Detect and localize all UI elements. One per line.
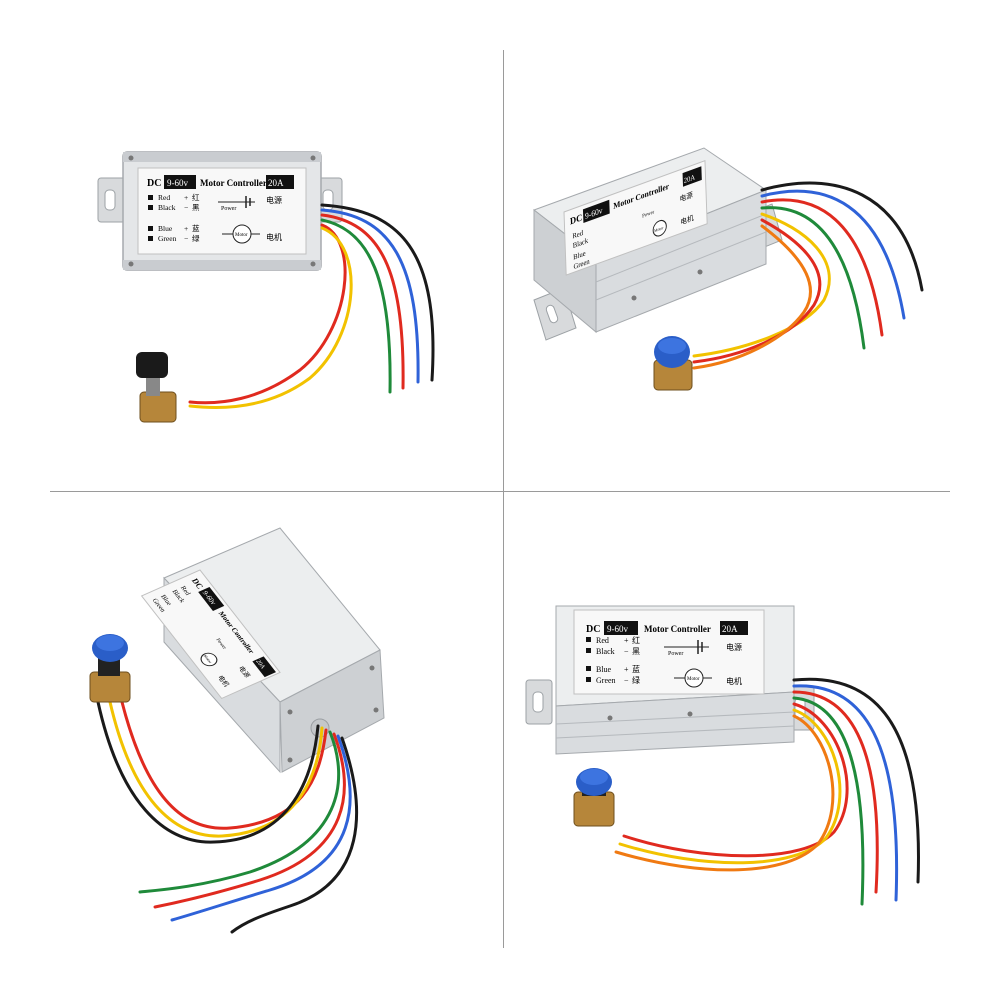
row-red-sign: + xyxy=(184,193,188,202)
row-green-sign: − xyxy=(624,676,629,685)
motor-icon xyxy=(674,668,712,688)
label-dc: DC xyxy=(586,624,600,635)
label-range: 9-60v xyxy=(607,624,628,634)
potentiometer-knob xyxy=(136,352,177,423)
label-motor: Motor xyxy=(202,654,213,664)
motor-icon xyxy=(200,652,218,667)
vertical-divider xyxy=(503,50,504,948)
output-wires xyxy=(692,181,924,370)
label-amps: 20A xyxy=(722,624,738,634)
output-wires xyxy=(96,700,358,934)
row-black-name: Black xyxy=(596,647,615,656)
row-blue-sign: + xyxy=(624,665,629,674)
label-power: Power xyxy=(668,651,683,657)
product-photo-front: DC 9-60v Motor Controller 20A Red + 红 Bl… xyxy=(97,151,435,423)
label-motor: Motor xyxy=(654,225,664,234)
row-blue-cn: 蓝 xyxy=(632,664,640,674)
label-title: Motor Controller xyxy=(200,178,267,188)
row-red-name: Red xyxy=(596,636,609,645)
row-blue-cn: 蓝 xyxy=(192,223,200,233)
label-power: Power xyxy=(221,206,236,212)
label-amps: 20A xyxy=(268,178,284,188)
battery-icon xyxy=(218,196,255,208)
label-dc: DC xyxy=(147,178,161,189)
label-power: Power xyxy=(642,209,654,220)
row-red-name: Red xyxy=(179,585,192,597)
row-red-cn: 红 xyxy=(192,192,200,202)
row-red-sign: + xyxy=(624,636,629,645)
row-green-cn: 绿 xyxy=(632,676,640,685)
row-black-sign: − xyxy=(184,203,188,212)
row-black-cn: 黑 xyxy=(192,203,200,212)
label-motor-cn: 电机 xyxy=(726,676,742,686)
row-green-name: Green xyxy=(158,234,177,243)
label-power-cn: 电源 xyxy=(726,642,742,652)
label-motor: Motor xyxy=(235,233,248,238)
motor-icon xyxy=(652,219,667,237)
battery-icon xyxy=(664,640,709,654)
product-photo-angle-right: DC 9-60v Motor Controller 20A Red Black … xyxy=(532,147,924,391)
label-dc: DC xyxy=(570,212,583,227)
potentiometer-knob xyxy=(573,768,615,827)
output-wires xyxy=(188,203,435,410)
potentiometer-knob xyxy=(653,336,693,391)
row-blue-name: Blue xyxy=(158,224,173,233)
row-green-name: Green xyxy=(596,676,616,685)
row-black-name: Black xyxy=(158,203,176,212)
label-power-cn: 电源 xyxy=(266,195,282,205)
row-blue-name: Blue xyxy=(596,665,612,674)
product-photo-front-angle: DC 9-60v Motor Controller 20A Red + 红 Bl… xyxy=(525,605,920,906)
label-amps: 20A xyxy=(254,659,266,670)
label-motor: Motor xyxy=(687,677,700,682)
row-blue-sign: + xyxy=(184,224,188,233)
output-wires xyxy=(614,677,920,906)
motor-icon xyxy=(222,224,260,244)
row-green-sign: − xyxy=(184,234,188,243)
row-green-cn: 绿 xyxy=(192,234,200,243)
potentiometer-knob xyxy=(89,634,131,703)
row-red-name: Red xyxy=(572,229,583,241)
row-black-cn: 黑 xyxy=(632,647,640,656)
row-black-sign: − xyxy=(624,647,629,656)
row-red-cn: 红 xyxy=(632,635,640,645)
product-photo-top-view: DC 9-60v Motor Controller 20A Red Black … xyxy=(89,527,385,934)
label-title: Motor Controller xyxy=(644,624,711,634)
label-range: 9-60v xyxy=(167,178,188,188)
row-red-name: Red xyxy=(158,193,170,202)
label-motor-cn: 电机 xyxy=(266,232,282,242)
horizontal-divider xyxy=(50,491,950,492)
